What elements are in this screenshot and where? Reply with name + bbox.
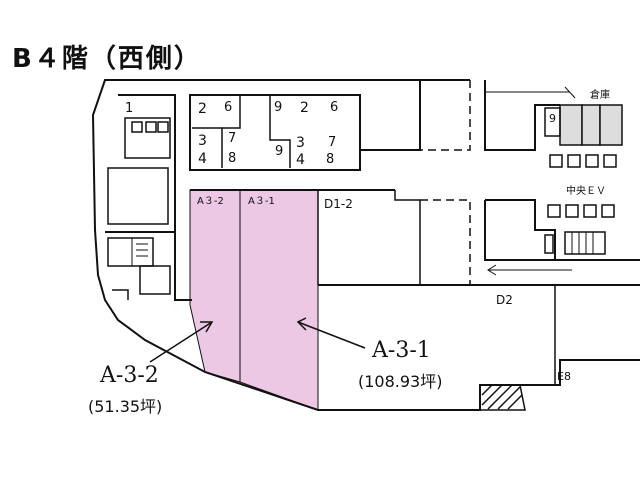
num-4b: 4: [296, 152, 305, 168]
warehouse-box-1: [559, 104, 583, 146]
num-7a: 7: [228, 131, 236, 146]
num-8a: 8: [228, 151, 236, 166]
stair-right: [564, 231, 606, 255]
elevator-car-1: [131, 121, 143, 133]
core-wall-left: [118, 94, 192, 301]
label-a3-2: A３-2: [197, 196, 224, 207]
num-3b: 3: [296, 135, 305, 151]
label-warehouse: 倉庫: [590, 88, 610, 101]
label-d1-2: D1-2: [324, 197, 353, 211]
warehouse-box-3: [599, 104, 623, 146]
callout-a3-2-name: A-3-2: [100, 363, 159, 388]
num-9a: 9: [274, 100, 282, 115]
num-7b: 7: [328, 135, 336, 150]
area-a3-1[interactable]: [239, 189, 319, 411]
num-4a: 4: [198, 151, 207, 167]
warehouse-box-4: [544, 107, 561, 137]
leader-a3-1: [297, 321, 366, 349]
room-lower-left: [139, 265, 171, 295]
label-a3-1: A３-1: [248, 196, 275, 207]
building-outline: [91, 79, 640, 411]
hatched-area: [479, 384, 526, 411]
stair-block-top: [189, 94, 361, 171]
warehouse-box-2: [581, 104, 601, 146]
label-central-ev: 中央ＥＶ: [566, 184, 606, 197]
num-8b: 8: [326, 152, 334, 167]
leader-a3-2: [149, 321, 213, 363]
num-2a: 2: [198, 101, 207, 117]
label-e8: E8: [557, 370, 571, 383]
elevator-car-2: [145, 121, 157, 133]
stair-block-left: [107, 237, 154, 267]
num-9b: 9: [275, 144, 283, 159]
elevator-car-3: [157, 121, 169, 133]
callout-a3-2-area: (51.35坪): [88, 397, 163, 416]
label-d2: D2: [496, 293, 513, 307]
page-title: B４階（西側）: [12, 44, 202, 74]
utility-box: [107, 167, 169, 225]
num-1: 1: [125, 101, 133, 116]
num-3a: 3: [198, 133, 207, 149]
num-2b: 2: [300, 100, 309, 116]
num-9c: 9: [549, 112, 556, 125]
callout-a3-1-area: (108.93坪): [358, 372, 443, 391]
callout-a3-1-name: A-3-1: [372, 338, 431, 363]
area-a3-2[interactable]: [189, 189, 241, 383]
num-6a: 6: [224, 100, 232, 115]
elevator-left-box: [124, 117, 171, 159]
num-6b: 6: [330, 100, 338, 115]
